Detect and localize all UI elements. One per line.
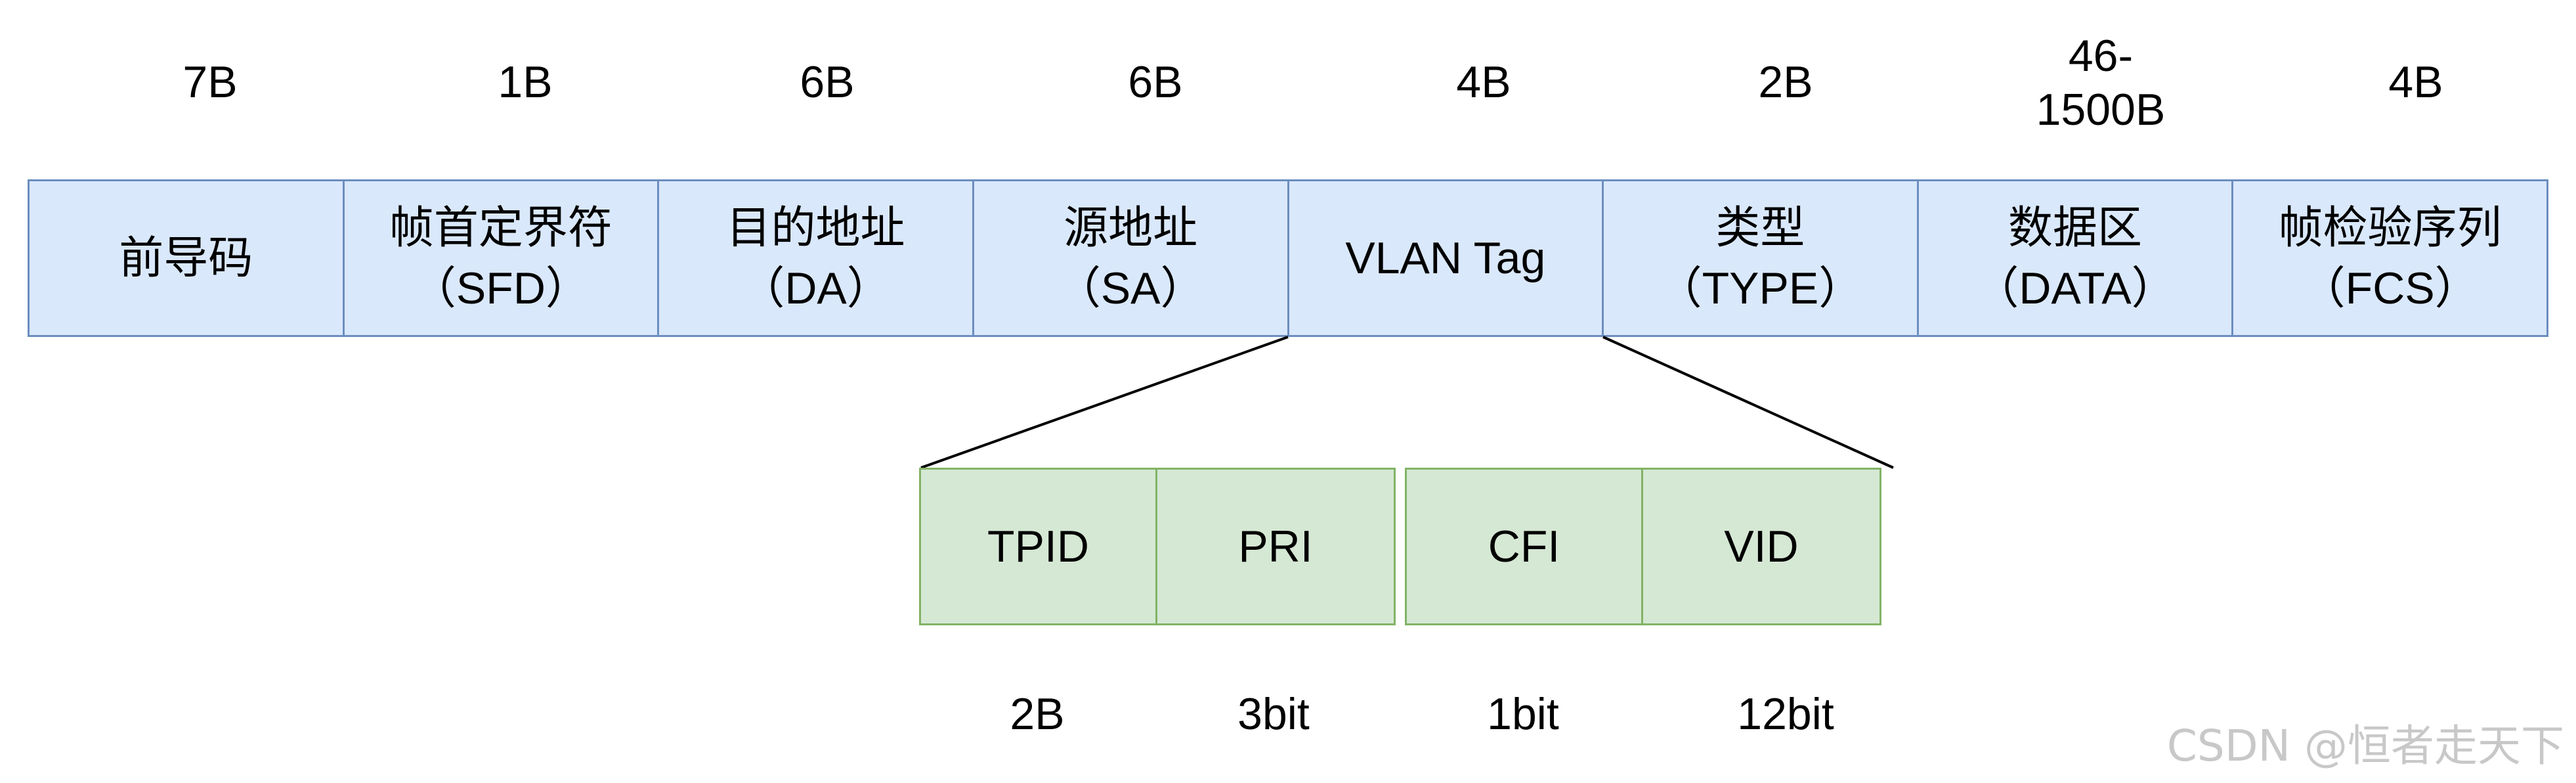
subfield-size-pri: 3bit [1237, 689, 1310, 739]
subfield-size-tpid: 2B [1010, 689, 1065, 739]
subfield-tpid: TPID [921, 470, 1157, 623]
field-sfd-name: 帧首定界符 [389, 203, 612, 253]
size-label-data: 46- 1500B [2036, 31, 2166, 135]
size-label-vlan-tag: 4B [1456, 57, 1511, 107]
field-sa-name: 源地址 [1063, 203, 1198, 253]
subfield-size-vid: 12bit [1737, 689, 1834, 739]
ethernet-frame-row: 前导码 帧首定界符 （SFD） 目的地址 （DA） 源地址 （SA） VLAN … [28, 179, 2548, 337]
field-sa-abbr: （SA） [1056, 263, 1205, 313]
watermark: CSDN @恒者走天下 [2166, 721, 2564, 771]
field-preamble: 前导码 [30, 181, 345, 335]
field-fcs: 帧检验序列 （FCS） [2233, 181, 2546, 335]
field-type-name: 类型 [1715, 203, 1805, 253]
field-da-name: 目的地址 [726, 203, 905, 253]
connector-line-left [920, 336, 1289, 469]
field-data-abbr: （DATA） [1974, 263, 2176, 313]
field-type-abbr: （TYPE） [1657, 263, 1864, 313]
size-label-sfd: 1B [498, 57, 553, 107]
field-da-abbr: （DA） [740, 263, 891, 313]
field-type: 类型 （TYPE） [1604, 181, 1919, 335]
field-sfd-abbr: （SFD） [411, 263, 590, 313]
field-fcs-name: 帧检验序列 [2278, 203, 2502, 253]
connector-line-right [1602, 336, 1894, 469]
field-data: 数据区 （DATA） [1918, 181, 2234, 335]
field-fcs-abbr: （FCS） [2300, 263, 2479, 313]
size-label-type: 2B [1758, 57, 1813, 107]
size-label-fcs: 4B [2388, 57, 2443, 107]
subfield-pri: PRI [1157, 470, 1394, 623]
vlan-subfield-group-right: CFI VID [1405, 468, 1881, 625]
field-preamble-name: 前导码 [119, 233, 253, 283]
subfield-cfi: CFI [1407, 470, 1643, 623]
size-label-sa: 6B [1128, 57, 1183, 107]
field-sfd: 帧首定界符 （SFD） [344, 181, 660, 335]
field-vlan-tag: VLAN Tag [1289, 181, 1604, 335]
field-source-address: 源地址 （SA） [974, 181, 1289, 335]
subfield-vid: VID [1643, 470, 1879, 623]
vlan-subfield-group-left: TPID PRI [919, 468, 1396, 625]
field-data-name: 数据区 [2008, 203, 2143, 253]
field-destination-address: 目的地址 （DA） [659, 181, 974, 335]
size-label-preamble: 7B [182, 57, 238, 107]
subfield-size-cfi: 1bit [1487, 689, 1559, 739]
size-label-da: 6B [800, 57, 855, 107]
field-vlan-tag-name: VLAN Tag [1345, 233, 1546, 283]
